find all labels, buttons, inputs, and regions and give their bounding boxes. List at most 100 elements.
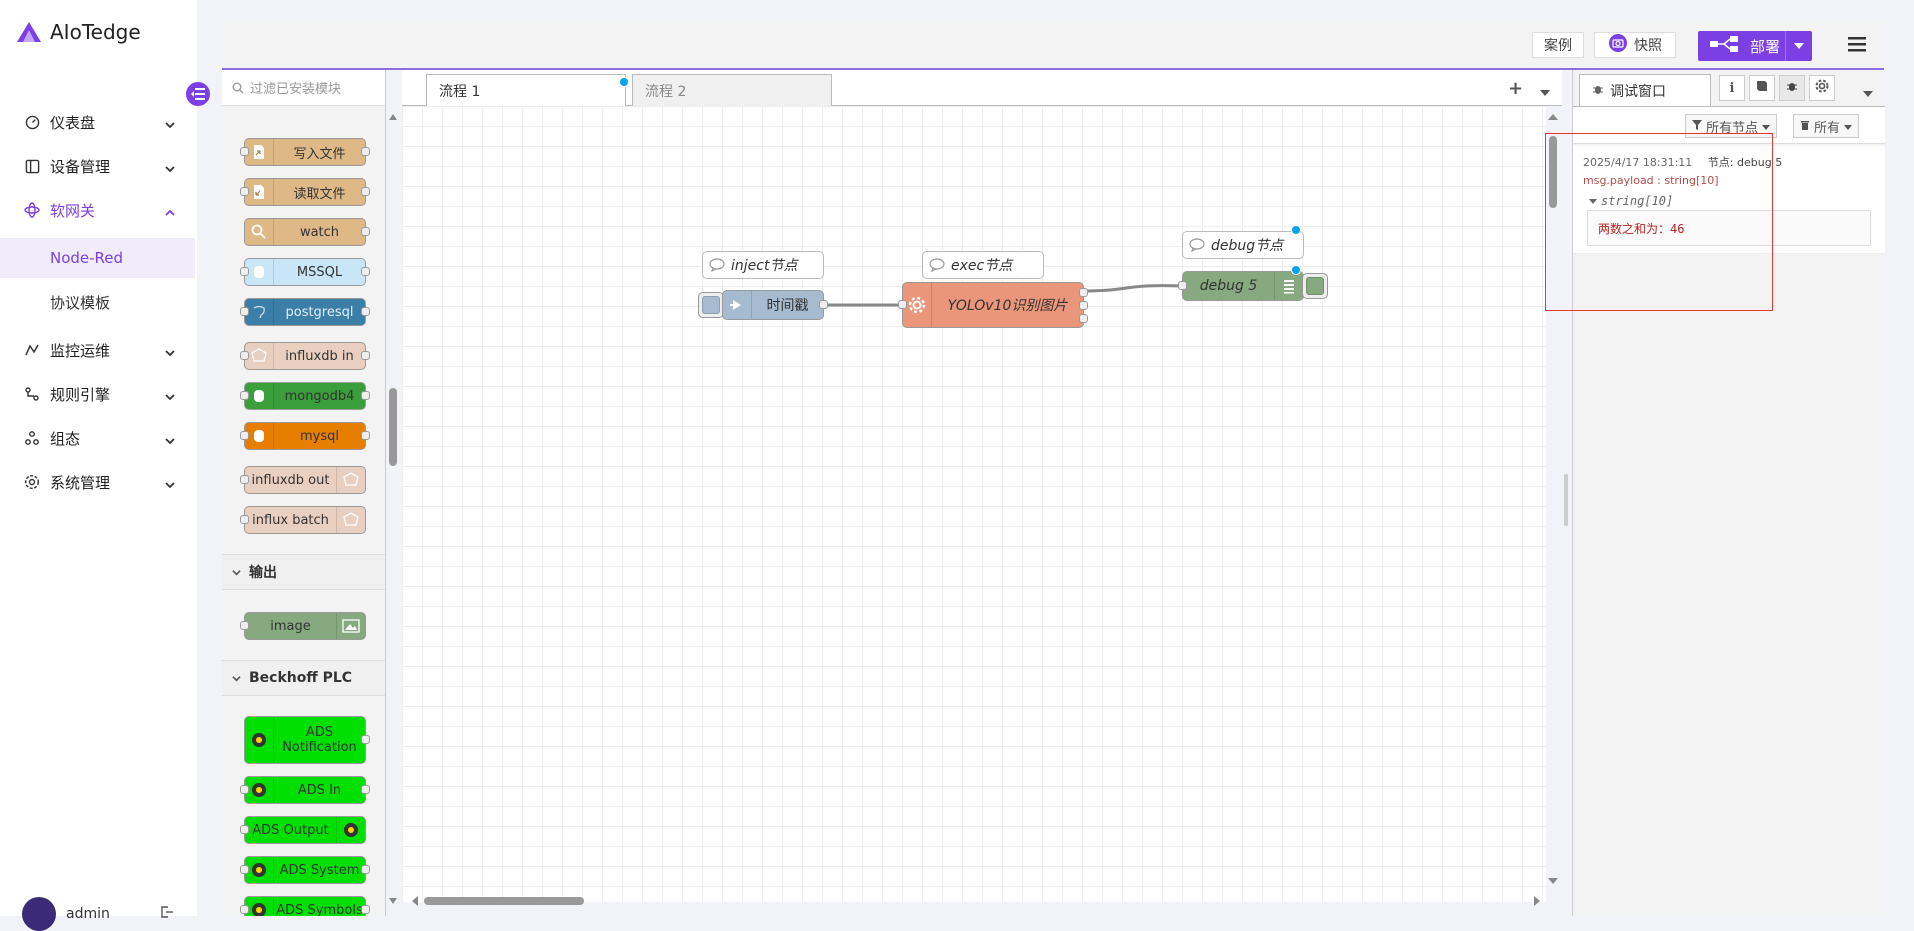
main-menu-button[interactable]	[1848, 36, 1868, 54]
gear-icon	[903, 283, 932, 327]
palette-node-label: ADS Output	[252, 822, 329, 838]
changed-indicator-dot	[619, 77, 629, 87]
output-port[interactable]	[1079, 314, 1088, 323]
debug-toggle-button[interactable]	[1302, 273, 1328, 299]
message-type-toggle[interactable]: string[10]	[1589, 194, 1673, 208]
flow-node-inject[interactable]: 时间戳	[722, 290, 828, 320]
output-port	[361, 187, 370, 196]
palette-node[interactable]: ADS System	[240, 856, 370, 884]
input-port[interactable]	[898, 300, 907, 309]
debug-list-icon	[1274, 272, 1303, 300]
add-flow-icon[interactable]: +	[1508, 78, 1524, 99]
deploy-dropdown-toggle[interactable]	[1785, 31, 1812, 61]
filter-nodes-button[interactable]: 所有节点	[1685, 114, 1778, 138]
canvas-horizontal-scrollbar[interactable]	[410, 894, 1546, 908]
debug-tab-button[interactable]	[1779, 75, 1805, 101]
database-icon	[245, 383, 274, 409]
debug-message[interactable]: 2025/4/17 18:31:11 节点: debug 5 msg.paylo…	[1573, 146, 1885, 254]
palette-node-label: influxdb out	[251, 472, 330, 488]
help-tab-button[interactable]	[1749, 75, 1775, 101]
output-port	[361, 227, 370, 236]
flow-canvas[interactable]: inject节点 exec节点 debug节点 时间戳 YOLOv10识别图片 …	[402, 106, 1546, 902]
output-port[interactable]	[819, 300, 828, 309]
rules-icon	[24, 386, 40, 402]
palette-node[interactable]: image	[240, 612, 366, 640]
palette-node[interactable]: watch	[244, 218, 370, 246]
tab-flow-2[interactable]: 流程 2	[632, 74, 832, 106]
logout-icon[interactable]	[160, 905, 174, 923]
sidebar-resize-handle[interactable]	[1564, 474, 1568, 526]
sidebar-item-scada[interactable]: 组态	[0, 418, 197, 458]
flow-node-exec[interactable]: YOLOv10识别图片	[898, 282, 1088, 328]
sidebar-item-monitor[interactable]: 监控运维	[0, 330, 197, 370]
brand-name: AIoTedge	[50, 20, 141, 44]
sidebar-item-system[interactable]: 系统管理	[0, 462, 197, 502]
sidebar-item-dashboard[interactable]: 仪表盘	[0, 102, 197, 142]
palette-node[interactable]: mongodb4	[240, 382, 370, 410]
deploy-button[interactable]: 部署	[1698, 31, 1812, 61]
sidebar-menu-caret-icon[interactable]	[1863, 85, 1873, 101]
palette-node[interactable]: 读取文件	[240, 178, 370, 206]
sidebar-subitem-protocol-template[interactable]: 协议模板	[50, 293, 111, 312]
input-port	[240, 267, 249, 276]
input-port	[240, 431, 249, 440]
examples-button[interactable]: 案例	[1532, 32, 1584, 58]
flow-node-debug[interactable]: debug 5	[1178, 265, 1304, 301]
dashboard-icon	[24, 114, 40, 130]
comment-node[interactable]: debug节点	[1182, 225, 1304, 259]
comment-label: exec节点	[951, 258, 1013, 274]
inject-trigger-button[interactable]	[698, 292, 724, 318]
palette-scrollbar[interactable]	[389, 110, 397, 910]
beckhoff-icon	[245, 897, 274, 916]
image-icon	[336, 613, 365, 639]
output-port[interactable]	[1079, 301, 1088, 310]
palette-category-output[interactable]: 输出	[222, 554, 385, 590]
palette-node[interactable]: ADS In	[240, 776, 370, 804]
sidebar-subitem-node-red[interactable]: Node-Red	[0, 238, 195, 278]
palette-node[interactable]: MSSQL	[240, 258, 370, 286]
canvas-vscroll-thumb[interactable]	[1549, 136, 1557, 208]
user-profile[interactable]: admin	[22, 897, 174, 931]
canvas-hscroll-thumb[interactable]	[424, 897, 584, 905]
brand[interactable]: AIoTedge	[16, 20, 141, 44]
palette-node[interactable]: ADS Output	[240, 816, 366, 844]
input-port	[240, 515, 249, 524]
palette-node[interactable]: influxdb in	[240, 342, 370, 370]
node-label: YOLOv10识别图片	[947, 298, 1068, 314]
palette-node[interactable]: mysql	[240, 422, 370, 450]
palette-node[interactable]: postgresql	[240, 298, 370, 326]
message-node-link[interactable]: 节点: debug 5	[1707, 156, 1783, 169]
palette-node[interactable]: influx batch	[240, 506, 366, 534]
canvas-vertical-scrollbar[interactable]	[1548, 108, 1558, 888]
sidebar-item-gateway[interactable]: 软网关	[0, 190, 197, 230]
snapshot-button[interactable]: 快照	[1594, 32, 1676, 58]
info-tab-button[interactable]: i	[1719, 75, 1745, 101]
palette-node[interactable]: 写入文件	[240, 138, 370, 166]
comment-node[interactable]: inject节点	[702, 251, 824, 279]
sidebar-item-rules[interactable]: 规则引擎	[0, 374, 197, 414]
output-port	[361, 865, 370, 874]
sidebar-collapse-button[interactable]	[186, 82, 210, 106]
config-tab-button[interactable]	[1809, 75, 1835, 101]
palette-node[interactable]: influxdb out	[240, 466, 366, 494]
palette-scroll-thumb[interactable]	[389, 388, 397, 466]
palette-node[interactable]: ADS Notification	[244, 716, 370, 764]
tab-flow-1[interactable]: 流程 1	[426, 74, 629, 107]
file-icon	[245, 139, 274, 165]
palette-search[interactable]: 过滤已安装模块	[222, 70, 385, 106]
tab-debug[interactable]: 调试窗口	[1579, 74, 1711, 106]
comment-node[interactable]: exec节点	[922, 251, 1044, 279]
sidebar-item-device[interactable]: 设备管理	[0, 146, 197, 186]
palette-category-beckhoff[interactable]: Beckhoff PLC	[222, 660, 385, 696]
clear-messages-button[interactable]: 所有	[1793, 114, 1860, 138]
tab-menu-caret-icon[interactable]	[1540, 84, 1550, 100]
input-port[interactable]	[1178, 281, 1187, 290]
nodered-header: 案例 快照 部署	[222, 22, 1884, 70]
palette-node[interactable]: ADS Symbols	[240, 896, 370, 916]
input-port	[240, 351, 249, 360]
scada-icon	[24, 430, 40, 446]
palette-search-input[interactable]: 过滤已安装模块	[250, 82, 342, 97]
scroll-up-icon	[389, 114, 397, 120]
output-port[interactable]	[1079, 288, 1088, 297]
sidebar-item-label: 监控运维	[50, 341, 111, 360]
